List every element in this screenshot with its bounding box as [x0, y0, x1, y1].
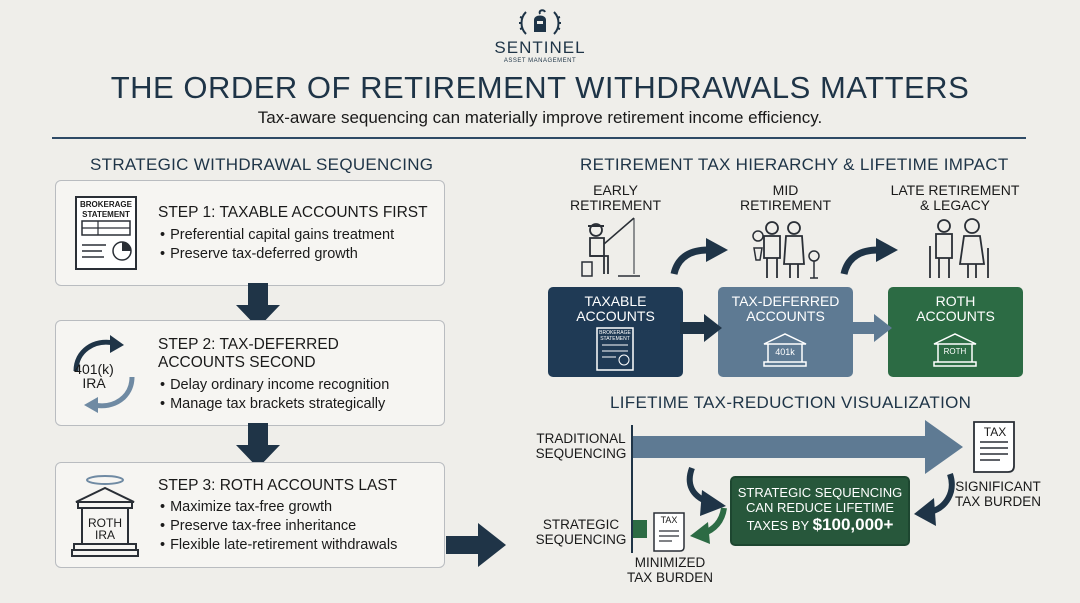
step-1-bullet-2: Preserve tax-deferred growth [160, 245, 358, 264]
viz-heading: LIFETIME TAX-REDUCTION VISUALIZATION [610, 393, 972, 412]
401k-icon-text-2: IRA [82, 375, 106, 391]
stage-mid-label: MID RETIREMENT [718, 183, 853, 213]
step-2-bullet-2: Manage tax brackets strategically [160, 395, 385, 414]
roth-bank-icon [71, 475, 139, 557]
roth-accounts-line-1: ROTH [935, 293, 976, 309]
traditional-line-1: TRADITIONAL [536, 431, 626, 446]
stage-late-line-1: LATE RETIREMENT [890, 182, 1020, 198]
stage-early-line-1: EARLY [593, 182, 638, 198]
brokerage-icon-text-1: BROKERAGE [79, 200, 132, 209]
statement-icon [596, 327, 634, 371]
roth-bank-small-icon [933, 333, 977, 367]
step-2-title-line-2: ACCOUNTS SECOND [158, 354, 316, 371]
traditional-sequencing-label: TRADITIONAL SEQUENCING [535, 431, 627, 461]
tax-deferred-accounts-line-2: ACCOUNTS [746, 308, 825, 324]
statement-icon-text-1: BROKERAGE [599, 330, 631, 336]
statement-icon-label: BROKERAGE STATEMENT [597, 330, 633, 342]
traditional-tax-bar [633, 420, 963, 474]
minimized-line-2: TAX BURDEN [626, 570, 713, 585]
elderly-couple-icon [929, 218, 989, 278]
step-3-bullet-1: Maximize tax-free growth [160, 498, 332, 517]
stage-late-label: LATE RETIREMENT & LEGACY [880, 183, 1030, 213]
brokerage-statement-icon [75, 196, 137, 270]
tax-deferred-accounts-line-1: TAX-DEFERRED [731, 293, 840, 309]
tax-document-label-large: TAX [983, 425, 1007, 439]
fishing-retiree-icon [581, 217, 640, 277]
tax-document-small-icon [653, 512, 685, 552]
taxable-accounts-line-1: TAXABLE [584, 293, 647, 309]
traditional-line-2: SEQUENCING [535, 446, 627, 461]
viz-axis-line [631, 425, 633, 553]
stage-mid-line-2: RETIREMENT [740, 197, 831, 213]
significant-line-2: TAX BURDEN [954, 494, 1041, 509]
curved-arrow-icon [840, 238, 898, 276]
step-2-bullet-1: Delay ordinary income recognition [160, 376, 389, 395]
header-divider [52, 137, 1026, 139]
callout-line-3-prefix: TAXES BY [746, 518, 809, 533]
roth-bank-label: ROTH [943, 347, 967, 356]
roth-accounts-line-2: ACCOUNTS [916, 308, 995, 324]
significant-tax-burden-label: SIGNIFICANT TAX BURDEN [948, 479, 1048, 509]
step-2-title: STEP 2: TAX-DEFERRED ACCOUNTS SECOND [158, 336, 339, 372]
down-arrow-icon [236, 423, 280, 468]
401k-icon-text-1: 401(k) [74, 361, 114, 377]
curved-down-arrow-icon [686, 466, 726, 516]
step-1-title: STEP 1: TAXABLE ACCOUNTS FIRST [158, 204, 428, 221]
right-section-heading: RETIREMENT TAX HIERARCHY & LIFETIME IMPA… [580, 155, 1009, 174]
strategic-line-1: STRATEGIC [542, 517, 620, 532]
curved-arrow-icon [670, 238, 728, 276]
stage-early-label: EARLY RETIREMENT [548, 183, 683, 213]
brokerage-icon-text-2: STATEMENT [82, 210, 130, 219]
sentinel-logo-icon [519, 9, 561, 35]
stage-early-line-2: RETIREMENT [570, 197, 661, 213]
step-3-title: STEP 3: ROTH ACCOUNTS LAST [158, 477, 398, 494]
step-3-bullet-3: Flexible late-retirement withdrawals [160, 536, 397, 555]
tax-document-icon [973, 421, 1015, 473]
stage-mid-line-1: MID [772, 182, 799, 198]
401k-icon-label: 401(k) IRA [68, 362, 120, 390]
tax-document-label-small: TAX [660, 515, 678, 525]
flow-arrow-icon [850, 314, 892, 342]
401k-bank-label: 401k [775, 347, 795, 357]
callout-line-1: STRATEGIC SEQUENCING [737, 485, 903, 500]
brand-tagline: ASSET MANAGEMENT [503, 58, 577, 64]
down-arrow-icon [236, 283, 280, 328]
strategic-sequencing-label: STRATEGIC SEQUENCING [535, 517, 627, 547]
cycle-arrows-icon [73, 335, 135, 413]
step-3-bullet-2: Preserve tax-free inheritance [160, 517, 356, 536]
gardening-couple-icon [752, 221, 820, 279]
strategic-line-2: SEQUENCING [535, 532, 627, 547]
significant-line-1: SIGNIFICANT [955, 479, 1041, 494]
brand-name: SENTINEL [494, 38, 586, 57]
savings-callout: STRATEGIC SEQUENCING CAN REDUCE LIFETIME… [730, 476, 910, 546]
statement-icon-text-2: STATEMENT [600, 336, 630, 342]
green-return-arrow-icon [690, 507, 727, 544]
roth-icon-label: ROTH IRA [84, 517, 126, 541]
roth-accounts-box: ROTH ACCOUNTS [888, 287, 1023, 377]
curved-down-left-arrow-icon [914, 473, 955, 526]
stage-late-line-2: & LEGACY [919, 197, 991, 213]
right-arrow-icon [446, 523, 506, 567]
flow-arrow-icon [680, 314, 722, 342]
roth-icon-text-2: IRA [94, 528, 115, 542]
minimized-line-1: MINIMIZED [634, 555, 706, 570]
left-section-heading: STRATEGIC WITHDRAWAL SEQUENCING [90, 155, 434, 174]
401k-bank-icon [763, 333, 807, 367]
brokerage-icon-label: BROKERAGE STATEMENT [78, 200, 134, 220]
roth-icon-text-1: ROTH [88, 516, 122, 530]
page-title: THE ORDER OF RETIREMENT WITHDRAWALS MATT… [110, 70, 970, 105]
step-1-bullet-1: Preferential capital gains treatment [160, 226, 394, 245]
minimized-tax-burden-label: MINIMIZED TAX BURDEN [620, 555, 720, 585]
callout-amount: $100,000+ [812, 515, 894, 534]
strategic-tax-bar [633, 520, 647, 538]
taxable-accounts-box: TAXABLE ACCOUNTS [548, 287, 683, 377]
step-2-title-line-1: STEP 2: TAX-DEFERRED [158, 336, 339, 353]
page-subtitle: Tax-aware sequencing can materially impr… [257, 108, 823, 127]
taxable-accounts-line-2: ACCOUNTS [576, 308, 655, 324]
callout-line-2: CAN REDUCE LIFETIME [745, 500, 895, 515]
